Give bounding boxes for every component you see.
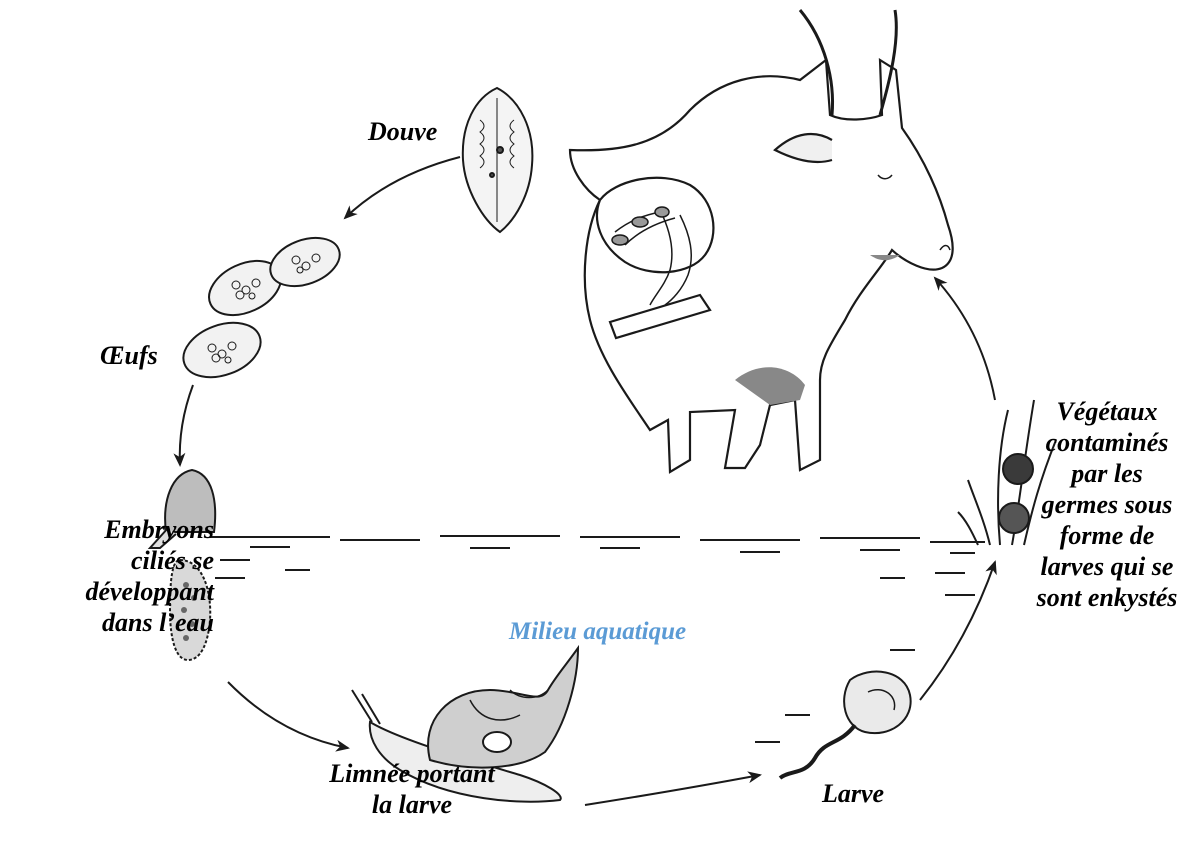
arrow-vegetaux-to-boeuf: [935, 278, 995, 400]
label-vegetaux-line: germes sous: [1018, 489, 1196, 520]
arrow-larve-to-vegetaux: [920, 562, 995, 700]
label-embryons-line: développant: [0, 576, 214, 607]
label-limnee-line: Limnée portant: [300, 758, 524, 789]
label-larve: Larve: [822, 778, 884, 809]
label-limnee: Limnée portant la larve: [300, 758, 524, 820]
label-oeufs-text: Œufs: [100, 340, 158, 371]
label-milieu-text: Milieu aquatique: [509, 616, 686, 647]
oeufs-illustration: [176, 229, 346, 387]
douve-illustration: [463, 88, 533, 232]
arrow-douve-to-oeufs: [345, 157, 460, 218]
label-embryons-line: dans l’eau: [0, 607, 214, 638]
boeuf-illustration: [570, 10, 953, 472]
label-embryons-line: ciliés se: [0, 545, 214, 576]
larve-illustration: [780, 672, 911, 778]
label-vegetaux: Végétaux contaminés par les germes sous …: [1018, 396, 1196, 613]
label-limnee-line: la larve: [300, 789, 524, 820]
label-vegetaux-line: larves qui se: [1018, 551, 1196, 582]
label-oeufs: Œufs: [100, 340, 158, 371]
label-vegetaux-line: par les: [1018, 458, 1196, 489]
label-douve-text: Douve: [368, 116, 437, 147]
label-vegetaux-line: forme de: [1018, 520, 1196, 551]
arrow-embryons-to-limnee: [228, 682, 348, 748]
label-vegetaux-line: contaminés: [1018, 427, 1196, 458]
label-milieu-aquatique: Milieu aquatique: [509, 616, 686, 647]
label-douve: Douve: [368, 116, 437, 147]
arrow-oeufs-to-embryons: [180, 385, 193, 465]
label-embryons: Embryons ciliés se développant dans l’ea…: [0, 514, 214, 638]
label-vegetaux-line: sont enkystés: [1018, 582, 1196, 613]
label-embryons-line: Embryons: [0, 514, 214, 545]
label-vegetaux-line: Végétaux: [1018, 396, 1196, 427]
label-larve-text: Larve: [822, 778, 884, 809]
arrow-limnee-to-larve: [585, 775, 760, 805]
